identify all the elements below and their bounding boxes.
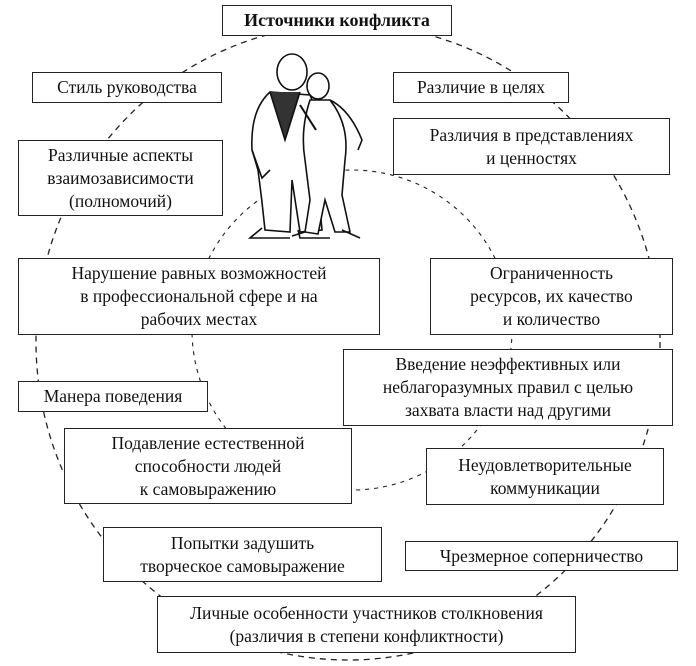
source-text: к самовыражению xyxy=(139,478,277,499)
source-text: Личные особенности участников столкновен… xyxy=(190,602,543,623)
source-text: Нарушение равных возможностей xyxy=(71,263,327,283)
source-ineffective-rules: Введение неэффективных или неблагоразумн… xyxy=(343,349,673,426)
diagram-title: Источники конфликта xyxy=(244,10,430,30)
title-box: Источники конфликта xyxy=(222,5,452,36)
source-text: рабочих местах xyxy=(140,309,258,329)
source-text: ресурсов, их качество xyxy=(470,286,633,306)
source-limited-resources: Ограниченность ресурсов, их качество и к… xyxy=(430,258,673,335)
source-text: (различия в степени конфликтности) xyxy=(229,625,504,646)
source-text: Различие в целях xyxy=(416,77,546,97)
source-text: Ограниченность xyxy=(490,263,613,283)
source-equal-opportunity: Нарушение равных возможностей в професси… xyxy=(18,258,380,335)
source-suppression: Подавление естественной способности люде… xyxy=(64,428,352,504)
source-text: захвата власти над другими xyxy=(404,400,612,420)
source-text: способности людей xyxy=(134,455,282,476)
source-text: творческое самовыражение xyxy=(140,555,345,576)
outer-dashed-circle xyxy=(35,23,661,661)
source-communication: Неудовлетворительные коммуникации xyxy=(426,448,664,505)
source-text: взаимозависимости xyxy=(47,167,194,188)
source-text: Введение неэффективных или xyxy=(395,354,621,374)
source-leadership-style: Стиль руководства xyxy=(32,72,222,103)
source-text: в профессиональной сфере и на xyxy=(80,286,318,306)
source-interdependence: Различные аспекты взаимозависимости (пол… xyxy=(18,140,223,216)
source-personal: Личные особенности участников столкновен… xyxy=(157,596,576,653)
source-text: и ценностях xyxy=(486,147,577,168)
source-value-differences: Различия в представлениях и ценностях xyxy=(393,118,670,175)
source-text: Различия в представлениях xyxy=(429,124,634,145)
source-competition: Чрезмерное соперничество xyxy=(405,541,678,571)
source-text: Манера поведения xyxy=(43,386,183,406)
source-text: (полномочий) xyxy=(69,190,172,211)
source-text: Попытки задушить xyxy=(170,532,315,553)
source-goal-differences: Различие в целях xyxy=(393,72,569,103)
source-text: Чрезмерное соперничество xyxy=(439,545,644,566)
source-text: и количество xyxy=(502,309,601,329)
source-text: Различные аспекты xyxy=(48,144,193,165)
source-text: неблагоразумных правил с целью xyxy=(382,377,634,397)
two-men-arguing-illustration xyxy=(247,53,363,239)
source-text: Неудовлетворительные xyxy=(458,454,632,475)
source-behavior: Манера поведения xyxy=(18,381,208,412)
source-text: Подавление естественной xyxy=(111,432,305,453)
source-text: Стиль руководства xyxy=(57,77,197,97)
source-creativity: Попытки задушить творческое самовыражени… xyxy=(103,527,382,582)
source-text: коммуникации xyxy=(490,477,600,498)
